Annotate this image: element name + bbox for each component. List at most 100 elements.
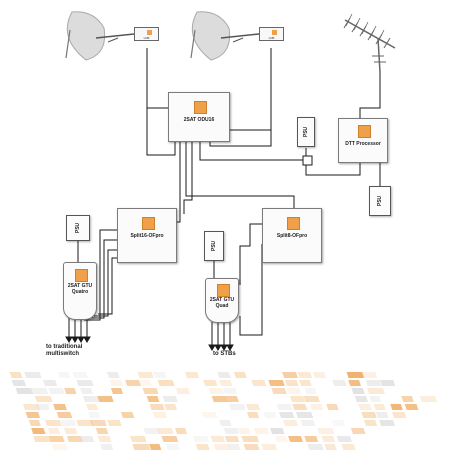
mosaic-tile	[149, 444, 162, 450]
mosaic-tile	[149, 404, 165, 410]
mosaic-tile	[305, 396, 320, 402]
mosaic-tile	[282, 372, 298, 378]
mosaic-tile	[341, 444, 356, 450]
mosaic-tile	[64, 388, 77, 394]
mosaic-tile	[346, 372, 365, 378]
mosaic-tile	[401, 396, 414, 402]
mosaic-tile	[11, 380, 27, 386]
mosaic-tile	[130, 436, 147, 442]
mosaic-tile	[312, 372, 327, 378]
mosaic-tile	[271, 388, 287, 394]
mosaic-tile	[97, 436, 112, 442]
mosaic-tile	[86, 404, 99, 410]
mosaic-tile	[268, 380, 285, 386]
mosaic-tile	[331, 420, 346, 426]
mosaic-tile	[228, 404, 246, 410]
mosaic-tile	[247, 412, 260, 418]
mosaic-tile	[354, 396, 369, 402]
mosaic-tile	[375, 412, 389, 418]
split16-label: Split16-OFpro	[130, 233, 164, 239]
dtt-processor-label: DTT Processor	[345, 141, 381, 147]
gtu-quad-label: 2SAT GTU Quad	[209, 297, 235, 309]
mosaic-tile	[310, 404, 324, 410]
brand-logo-icon	[147, 30, 152, 35]
mosaic-tile	[284, 380, 299, 386]
mosaic-tile	[217, 372, 231, 378]
mosaic-tile	[241, 436, 260, 442]
mosaic-tile	[263, 412, 277, 418]
odu16-label: 2SAT ODU16	[183, 117, 215, 123]
mosaic-tile	[185, 372, 200, 378]
mosaic-tile	[292, 404, 308, 410]
split8-ofpro-device: Split8-OFpro	[262, 208, 322, 263]
mosaic-tile	[161, 436, 179, 442]
mosaic-tile	[142, 388, 159, 394]
mosaic-tile	[59, 420, 77, 426]
mosaic-tile	[358, 404, 373, 410]
psu-gtu-quad: PSU	[204, 231, 224, 261]
mosaic-tile	[106, 372, 120, 378]
mosaic-tile	[201, 412, 218, 418]
mosaic-tile	[63, 428, 78, 434]
mosaic-tile	[157, 380, 175, 386]
mosaic-tile	[143, 428, 161, 434]
lnb-label: LNB	[268, 36, 275, 40]
mosaic-tile	[165, 444, 180, 450]
split8-label: Split8-OFpro	[276, 233, 308, 239]
mosaic-tile	[363, 420, 378, 426]
mosaic-tile	[120, 412, 135, 418]
mosaic-tile	[72, 372, 88, 378]
mosaic-tile	[48, 388, 65, 394]
mosaic-tile	[157, 428, 174, 434]
mosaic-tile	[152, 412, 168, 418]
brand-logo-icon	[142, 217, 155, 230]
mosaic-tile	[226, 396, 239, 402]
mosaic-tile	[222, 388, 238, 394]
psu-label: PSU	[303, 126, 309, 138]
mosaic-tile	[79, 388, 93, 394]
mosaic-tile	[361, 412, 377, 418]
mosaic-tile	[47, 428, 60, 434]
mosaic-tile	[351, 388, 365, 394]
mosaic-tile	[380, 380, 396, 386]
mosaic-tile	[332, 380, 347, 386]
mosaic-tile	[88, 412, 101, 418]
brand-logo-icon	[358, 125, 371, 138]
psu-label: PSU	[75, 222, 81, 234]
psu-dtt-output: PSU	[369, 186, 391, 216]
mosaic-tile	[348, 380, 361, 386]
lnb-left: LNB	[134, 27, 159, 41]
mosaic-tile	[30, 388, 49, 394]
mosaic-tile	[317, 428, 335, 434]
mosaic-tile	[324, 444, 337, 450]
mosaic-tile	[237, 428, 251, 434]
mosaic-tile	[219, 420, 232, 426]
mosaic-tile	[251, 380, 267, 386]
mosaic-tile	[208, 388, 225, 394]
mosaic-tile	[223, 428, 240, 434]
mosaic-tile	[290, 396, 308, 402]
brand-logo-icon	[287, 217, 300, 230]
mosaic-tile	[336, 436, 352, 442]
psu-gtu-quatro: PSU	[66, 215, 90, 241]
mosaic-tile	[326, 404, 339, 410]
mosaic-tile	[175, 388, 191, 394]
mosaic-tile	[31, 428, 46, 434]
mosaic-tile	[373, 404, 386, 410]
mosaic-tile	[56, 412, 73, 418]
mosaic-tile	[253, 428, 270, 434]
mosaic-tile	[95, 428, 109, 434]
satellite-dish-icon	[65, 11, 135, 61]
mosaic-tile	[82, 396, 100, 402]
mosaic-tile	[299, 380, 312, 386]
mosaic-tile	[274, 436, 288, 442]
mosaic-tile	[162, 396, 178, 402]
mosaic-tile	[80, 436, 95, 442]
mosaic-tile	[350, 428, 366, 434]
mosaic-tile	[90, 420, 107, 426]
psu-dtt-input: PSU	[297, 117, 315, 147]
terrestrial-antenna-icon	[343, 13, 396, 73]
